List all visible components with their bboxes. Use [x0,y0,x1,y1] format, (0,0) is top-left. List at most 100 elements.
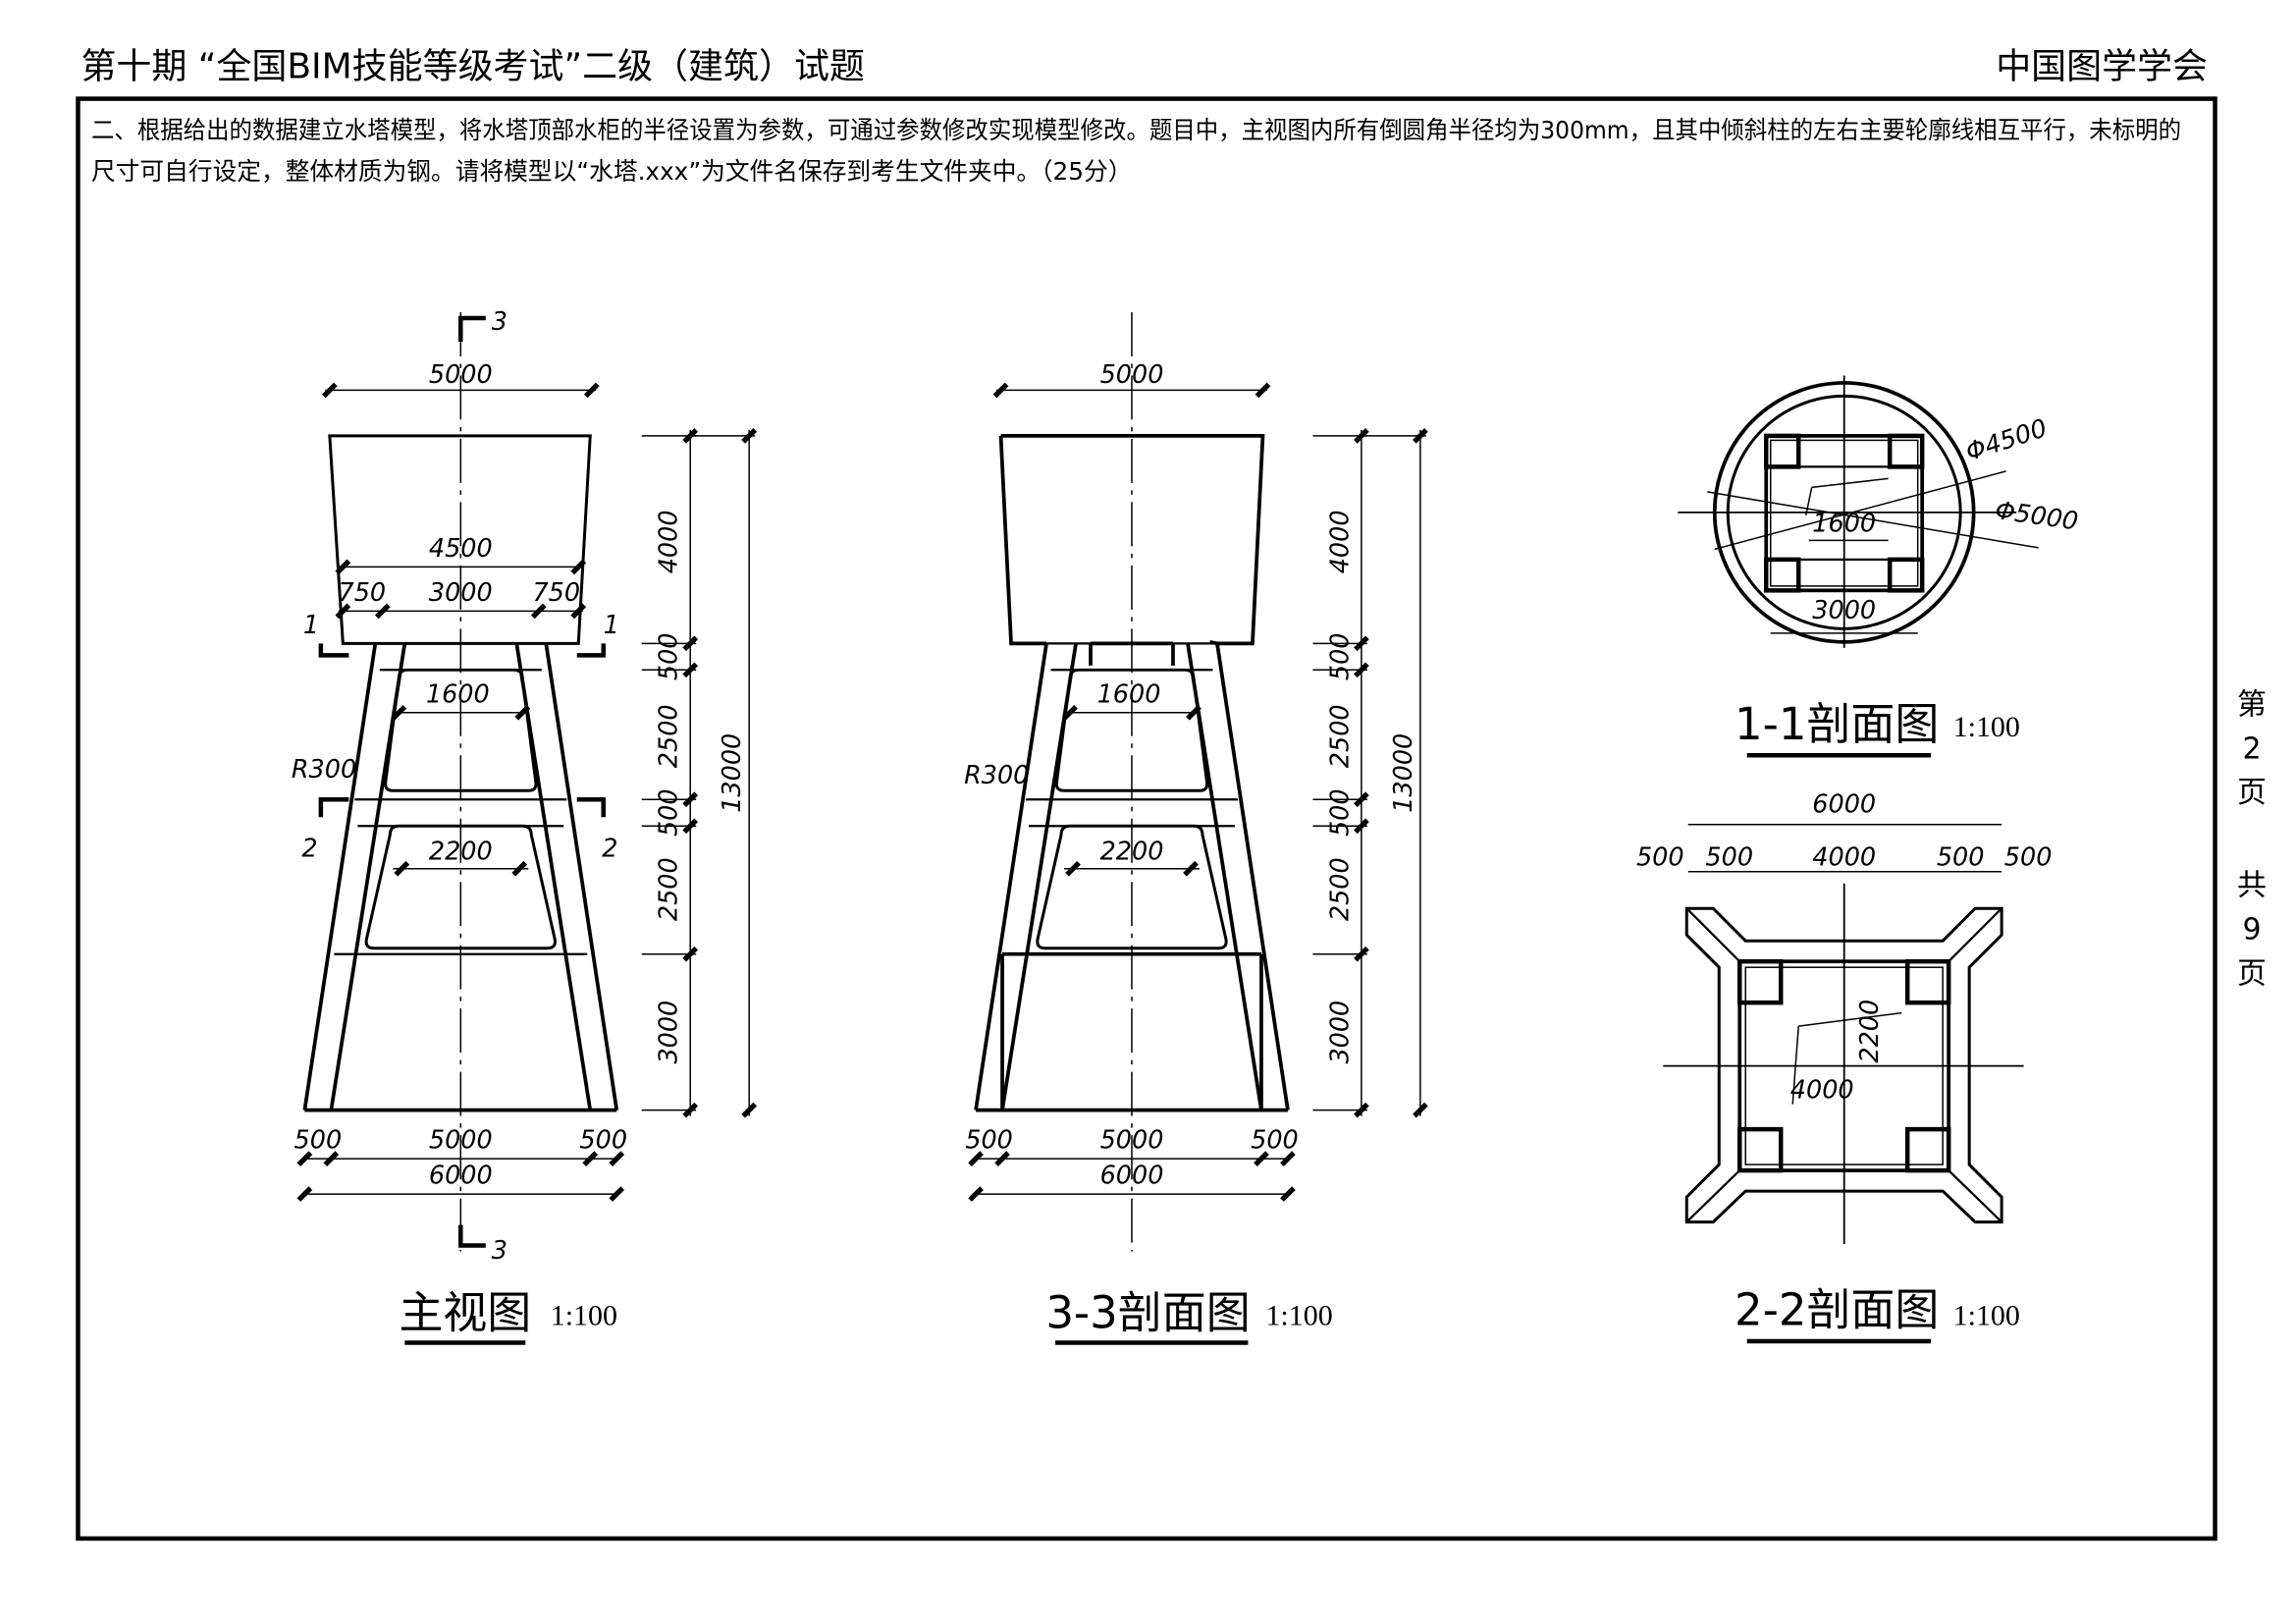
dimension-tick [335,603,351,620]
main-view-title: 主视图 [399,1287,531,1339]
svg-text:共: 共 [2237,869,2267,903]
svg-text:2200: 2200 [1855,1000,1885,1063]
svg-text:2500: 2500 [655,704,684,768]
lower-opening [1036,824,1228,950]
svg-text:500: 500 [655,633,684,681]
svg-text:1600: 1600 [1097,679,1161,709]
svg-text:3: 3 [492,307,507,337]
dimension-tick [374,603,391,620]
section-2-2 [1663,823,2024,1245]
svg-text:500: 500 [1325,788,1355,837]
svg-text:5000: 5000 [429,1126,493,1156]
section-1-1-labels: Φ4500 Φ5000 1600 3000 1-1剖面图 1:100 [1735,413,2080,758]
svg-text:1:100: 1:100 [1953,711,2020,743]
dimension-tick [570,559,587,575]
svg-text:2500: 2500 [1325,704,1355,768]
svg-text:13000: 13000 [718,733,747,813]
main-view: 5000 4500 750 3000 750 1600 2200 R300 1 … [292,307,758,1345]
section-2-2-labels: 6000 500 500 4000 500 500 2200 4000 2-2剖… [1636,790,2053,1344]
svg-text:5000: 5000 [429,360,493,390]
svg-text:6000: 6000 [1812,790,1876,820]
lower-opening [364,824,557,950]
svg-text:4000: 4000 [1812,843,1876,873]
svg-text:9: 9 [2242,913,2261,947]
svg-text:4000: 4000 [1325,510,1355,573]
svg-text:页: 页 [2237,957,2267,992]
svg-text:页: 页 [2237,776,2267,810]
inclined-columns [302,643,619,1110]
dimension-tick [1413,1102,1428,1118]
dimension-tick [1062,704,1078,721]
svg-text:3: 3 [492,1236,507,1266]
dimension-tick [296,1151,313,1166]
svg-text:6000: 6000 [1100,1162,1164,1191]
dimension-tick [741,1102,758,1118]
section-1-1-title: 1-1剖面图 [1735,698,1939,750]
svg-text:4000: 4000 [655,510,684,573]
svg-text:500: 500 [655,788,684,837]
svg-text:500: 500 [1251,1126,1299,1156]
svg-text:1:100: 1:100 [1953,1300,2020,1332]
question-line-2: 尺寸可自行设定，整体材质为钢。请将模型以“水塔.xxx”为文件名保存到考生文件夹… [91,157,1132,186]
svg-text:3000: 3000 [429,578,493,608]
page-indicator: 第 2 页 共 9 页 [2237,687,2267,991]
svg-text:2: 2 [301,835,317,864]
svg-text:3000: 3000 [1325,1001,1355,1064]
svg-text:1600: 1600 [1812,509,1876,538]
dimension-tick [1254,1151,1269,1166]
dimension-tick [609,1151,625,1166]
water-tank [328,434,592,645]
dimension-tick [1255,382,1271,399]
dimension-tick [609,1186,625,1202]
dimension-tick [1183,860,1199,877]
svg-text:2: 2 [2242,731,2261,766]
svg-text:2200: 2200 [429,838,493,867]
dimension-tick [323,1151,340,1166]
svg-text:6000: 6000 [429,1162,493,1191]
svg-text:5000: 5000 [1100,1126,1164,1156]
svg-text:1: 1 [303,611,319,640]
dimension-tick [335,559,351,575]
inclined-columns [974,643,1290,1110]
dimension-tick [1280,1186,1296,1202]
section-1-1 [1678,375,2039,648]
svg-text:4500: 4500 [429,534,493,564]
svg-text:500: 500 [1636,843,1684,873]
dimension-tick [511,860,528,877]
svg-text:1600: 1600 [426,679,490,709]
dimension-tick [322,382,338,399]
question-line-1: 二、根据给出的数据建立水塔模型，将水塔顶部水柜的半径设置为参数，可通过参数修改实… [91,116,2181,144]
dimension-tick [994,1151,1010,1166]
svg-text:13000: 13000 [1389,733,1418,813]
svg-text:1:100: 1:100 [551,1300,617,1332]
svg-text:3000: 3000 [655,1001,684,1064]
dimension-tick [514,704,531,721]
dimension-tick [968,1151,984,1166]
svg-text:500: 500 [1705,843,1753,873]
svg-text:500: 500 [1325,633,1355,681]
dimension-tick [582,1151,599,1166]
upper-opening [1054,668,1209,792]
tower-section [968,311,1428,1252]
dimension-tick [296,1186,313,1202]
dimension-tick [968,1186,984,1202]
dimension-tick [570,603,587,620]
tower-outline [296,311,758,1252]
upper-opening [384,668,538,792]
svg-text:3000: 3000 [1812,596,1876,625]
svg-text:500: 500 [2004,843,2053,873]
svg-text:4000: 4000 [1790,1076,1854,1106]
svg-text:Φ5000: Φ5000 [1994,496,2080,537]
svg-text:2500: 2500 [1325,857,1355,921]
svg-text:5000: 5000 [1100,360,1164,390]
svg-text:2: 2 [602,835,617,864]
svg-text:第: 第 [2237,687,2267,722]
svg-text:500: 500 [1937,843,1985,873]
section-3-3-title: 3-3剖面图 [1045,1287,1250,1339]
svg-text:750: 750 [532,578,580,608]
section-3-3: 5000 1600 2200 R300 500 5000 500 6000 40… [964,311,1428,1345]
svg-text:500: 500 [294,1126,343,1156]
svg-text:Φ4500: Φ4500 [1962,413,2051,467]
dimension-tick [1186,704,1201,721]
